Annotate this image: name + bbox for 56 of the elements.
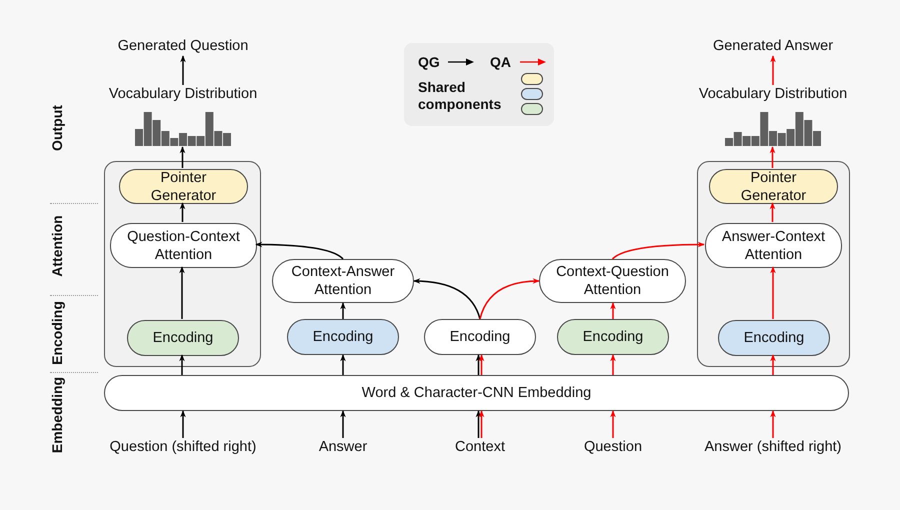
module-block: Pointer Generator bbox=[709, 169, 838, 204]
arrow bbox=[770, 55, 776, 85]
arrow bbox=[610, 302, 616, 319]
group-panel bbox=[697, 161, 850, 367]
arrow bbox=[255, 242, 344, 260]
stage-label: Embedding bbox=[49, 376, 65, 454]
arrow bbox=[180, 202, 186, 222]
group-panel bbox=[104, 161, 261, 367]
caption-text: Vocabulary Distribution bbox=[108, 85, 258, 104]
arrow bbox=[770, 266, 776, 319]
legend-text: Shared components bbox=[418, 79, 502, 113]
io-text: Context bbox=[440, 438, 520, 457]
legend-text: QG bbox=[418, 54, 440, 71]
module-block: Pointer Generator bbox=[119, 169, 248, 204]
arrow bbox=[179, 266, 185, 319]
module-block: Context-Question Attention bbox=[539, 259, 686, 303]
arrow bbox=[770, 410, 776, 438]
module-block: Encoding bbox=[718, 320, 830, 356]
stage-label: Attention bbox=[49, 215, 65, 277]
arrow bbox=[478, 410, 484, 438]
arrow bbox=[413, 278, 481, 320]
module-block: Answer-Context Attention bbox=[705, 223, 842, 268]
stage-label: Encoding bbox=[49, 301, 65, 365]
stage-label: Output bbox=[49, 105, 65, 151]
module-block: Encoding bbox=[127, 320, 239, 356]
arrow bbox=[340, 410, 346, 438]
caption-text: Vocabulary Distribution bbox=[698, 85, 848, 104]
io-text: Answer bbox=[303, 438, 383, 457]
arrow bbox=[770, 202, 776, 222]
arrow bbox=[476, 354, 482, 375]
legend-text: QA bbox=[490, 54, 511, 71]
module-block: Context-Answer Attention bbox=[272, 259, 414, 303]
arrow bbox=[770, 354, 776, 375]
arrow bbox=[610, 410, 616, 438]
io-text: Question bbox=[568, 438, 658, 457]
arrow bbox=[479, 278, 540, 320]
module-block: Encoding bbox=[287, 319, 399, 355]
module-block: Encoding bbox=[557, 319, 669, 355]
arrow bbox=[478, 354, 484, 375]
io-text: Question (shifted right) bbox=[93, 438, 273, 457]
arrow bbox=[612, 242, 705, 260]
arrow bbox=[770, 146, 776, 168]
arrow bbox=[180, 146, 186, 168]
arrow bbox=[610, 354, 616, 375]
io-text: Answer (shifted right) bbox=[683, 438, 863, 457]
io-text: Generated Answer bbox=[693, 37, 853, 56]
arrow bbox=[476, 410, 482, 438]
io-text: Generated Question bbox=[103, 37, 263, 56]
arrow bbox=[180, 55, 186, 85]
arrow bbox=[179, 354, 185, 375]
arrow bbox=[180, 410, 186, 438]
module-block: Word & Character-CNN Embedding bbox=[104, 375, 849, 411]
arrow bbox=[340, 302, 346, 319]
module-block: Encoding bbox=[424, 319, 536, 355]
arrow bbox=[340, 354, 346, 375]
module-block: Question-Context Attention bbox=[110, 223, 257, 268]
